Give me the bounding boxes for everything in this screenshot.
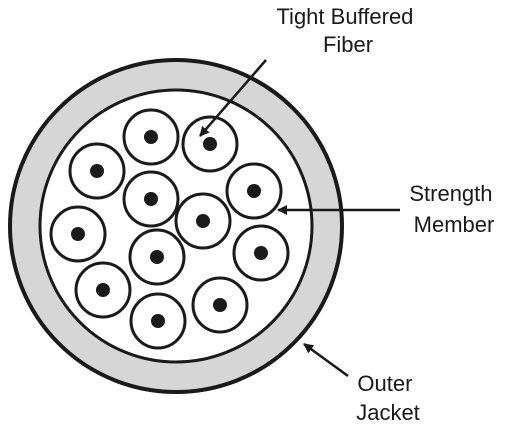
- outer-jacket-label-line-1: Outer: [357, 371, 412, 396]
- tight-buffered-fiber: [181, 115, 239, 173]
- tight-buffered-fiber: [174, 192, 232, 250]
- strength-member-label-line-2: Member: [414, 212, 495, 237]
- fiber-bundle: [49, 108, 290, 350]
- outer-jacket-label-line-2: Jacket: [356, 400, 420, 425]
- tight-buffered-fiber: [225, 162, 283, 220]
- fiber-core: [96, 283, 110, 297]
- tight-buffered-fiber: [68, 142, 126, 200]
- outer-jacket-label: Outer Jacket: [356, 371, 420, 425]
- strength-member-label-line-1: Strength: [409, 181, 492, 206]
- fiber-core: [247, 184, 261, 198]
- fiber-core: [144, 130, 158, 144]
- tight-buffered-fiber-label-line-1: Tight Buffered: [276, 4, 413, 29]
- fiber-core: [90, 164, 104, 178]
- tight-buffered-fiber-pointer: [199, 59, 267, 137]
- outer-jacket-pointer: [303, 342, 349, 378]
- fiber-core: [213, 298, 227, 312]
- fiber-core: [203, 137, 217, 151]
- tight-buffered-fiber: [191, 276, 249, 334]
- fiber-core: [150, 250, 164, 264]
- fiber-core: [254, 246, 268, 260]
- fiber-core: [71, 227, 85, 241]
- tight-buffered-fiber: [122, 108, 180, 166]
- fiber-core: [196, 214, 210, 228]
- tight-buffered-fiber: [74, 261, 132, 319]
- tight-buffered-fiber: [128, 228, 186, 286]
- fiber-core: [144, 192, 158, 206]
- tight-buffered-fiber: [49, 205, 107, 263]
- tight-buffered-fiber-label-line-2: Fiber: [323, 32, 373, 57]
- tight-buffered-fiber: [122, 170, 180, 228]
- tight-buffered-fiber-label: Tight Buffered Fiber: [276, 4, 419, 57]
- strength-member-label: Strength Member: [409, 181, 498, 237]
- tight-buffered-fiber: [129, 292, 187, 350]
- fiber-core: [151, 314, 165, 328]
- tight-buffered-fiber: [232, 224, 290, 282]
